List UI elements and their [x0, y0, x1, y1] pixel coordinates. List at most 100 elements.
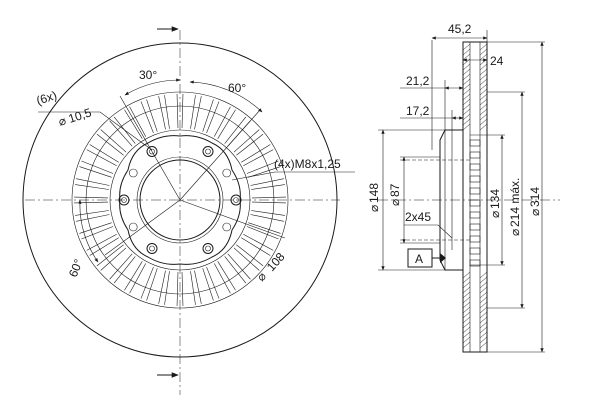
- small-hole-inner: [205, 245, 211, 252]
- vent-slot-edge: [81, 226, 114, 240]
- vent-slot-edge: [96, 133, 124, 156]
- angle-60-left-label: 60°: [66, 257, 86, 279]
- vent-slot-edge: [158, 96, 166, 130]
- vent-slot-edge: [79, 222, 112, 234]
- datum-triangle: [440, 253, 446, 263]
- bolt-circle-symbol: ⌀: [254, 269, 269, 284]
- small-hole-inner: [149, 245, 155, 252]
- dia148-label: 148: [367, 183, 381, 203]
- vent-slot-edge: [206, 101, 220, 134]
- vent-slot-edge: [96, 244, 124, 267]
- holes-count-label: (6x): [35, 88, 59, 108]
- hole-leader: [38, 111, 153, 151]
- vent-slot-edge: [86, 149, 117, 167]
- section-hatch-top: [462, 43, 488, 267]
- thickness-label: 45,2: [448, 22, 472, 36]
- holes-diameter-symbol: ⌀: [57, 113, 68, 129]
- hatch-line: [479, 118, 488, 126]
- vent-slot-edge: [81, 160, 114, 174]
- small-hole-inner: [233, 197, 239, 203]
- vent-slot-edge: [79, 166, 112, 178]
- outer-disc-edge: [22, 42, 338, 358]
- datum-label: A: [415, 252, 423, 266]
- hatch-line: [462, 53, 471, 61]
- hatch-line: [462, 123, 471, 131]
- vent-slot-edge: [246, 160, 279, 174]
- vent-slot-edge: [236, 244, 264, 267]
- vent-slot-edge: [243, 149, 274, 167]
- vent-slot-edge: [100, 129, 127, 153]
- small-hole: [202, 146, 214, 158]
- vent-slot-edge: [246, 226, 279, 240]
- dia214-symbol: ⌀: [508, 229, 522, 236]
- vent-slot-edge: [181, 94, 184, 129]
- vent-slot-edge: [251, 196, 286, 199]
- dia134-label: 134: [488, 189, 502, 209]
- section-hatch-bottom: [462, 271, 488, 349]
- hatch-line: [462, 311, 471, 319]
- hatch-line: [462, 296, 471, 304]
- hub-outline: [119, 135, 241, 265]
- hatch-line: [479, 301, 488, 309]
- dia87-symbol: ⌀: [388, 199, 402, 206]
- hatch-line: [462, 83, 471, 91]
- vent-rib: [469, 223, 481, 231]
- vent-rib: [469, 163, 481, 171]
- small-hole: [146, 146, 158, 158]
- hatch-line: [462, 331, 471, 339]
- hatch-line: [462, 48, 471, 56]
- hatch-line: [479, 43, 488, 51]
- vent-rib: [469, 199, 481, 207]
- small-hole: [230, 194, 242, 206]
- hatch-line: [462, 316, 471, 324]
- offset-21-label: 21,2: [406, 74, 430, 88]
- vent-slot-edge: [227, 253, 251, 280]
- hatch-line: [479, 48, 488, 56]
- hatch-line: [462, 341, 471, 349]
- vent-slot-edge: [250, 178, 284, 186]
- hatch-line: [479, 83, 488, 91]
- small-hole-inner: [205, 148, 211, 155]
- vent-slot-edge: [190, 271, 196, 305]
- thread-hole: [128, 168, 138, 178]
- vent-slot-edge: [248, 222, 281, 234]
- vent-slot-edge: [217, 261, 236, 291]
- front-view: 30° 60° 60° (6x) ⌀ 10,5 (4x)M8x1,25 ⌀ 10…: [22, 26, 355, 395]
- hatch-line: [462, 78, 471, 86]
- hatch-line: [462, 281, 471, 289]
- thread-leader: [231, 171, 355, 181]
- hatch-line: [479, 98, 488, 106]
- vent-slot-edge: [76, 178, 110, 186]
- vent-slot-edge: [251, 184, 285, 190]
- angle-ref-right: [179, 109, 261, 201]
- hatch-line: [479, 331, 488, 339]
- hatch-line: [462, 73, 471, 81]
- hatch-line: [462, 306, 471, 314]
- vent-slot-edge: [146, 268, 158, 301]
- vent-slot-edge: [241, 237, 271, 256]
- vent-slot-edge: [181, 271, 184, 306]
- vent-rib: [469, 235, 481, 243]
- hatch-line: [479, 326, 488, 334]
- vent-slot-edge: [236, 133, 264, 156]
- hatch-line: [479, 271, 488, 279]
- vent-rib: [469, 151, 481, 159]
- dia148-symbol: ⌀: [367, 205, 381, 212]
- vent-slot-edge: [202, 268, 214, 301]
- small-hole: [118, 194, 130, 206]
- hatch-line: [479, 113, 488, 121]
- vent-slot-edge: [233, 247, 260, 271]
- hatch-line: [479, 108, 488, 116]
- vent-slot-edge: [100, 247, 127, 271]
- vent-slot-edge: [251, 210, 285, 216]
- small-hole-inner: [149, 148, 155, 155]
- vent-slot-edge: [74, 196, 109, 199]
- hatch-line: [479, 281, 488, 289]
- small-hole-inner: [121, 197, 127, 203]
- vent-slot-edge: [74, 201, 109, 204]
- hatch-line: [479, 306, 488, 314]
- threaded-holes: [128, 168, 232, 232]
- disc-width-label: 24: [490, 54, 504, 68]
- hatch-line: [462, 118, 471, 126]
